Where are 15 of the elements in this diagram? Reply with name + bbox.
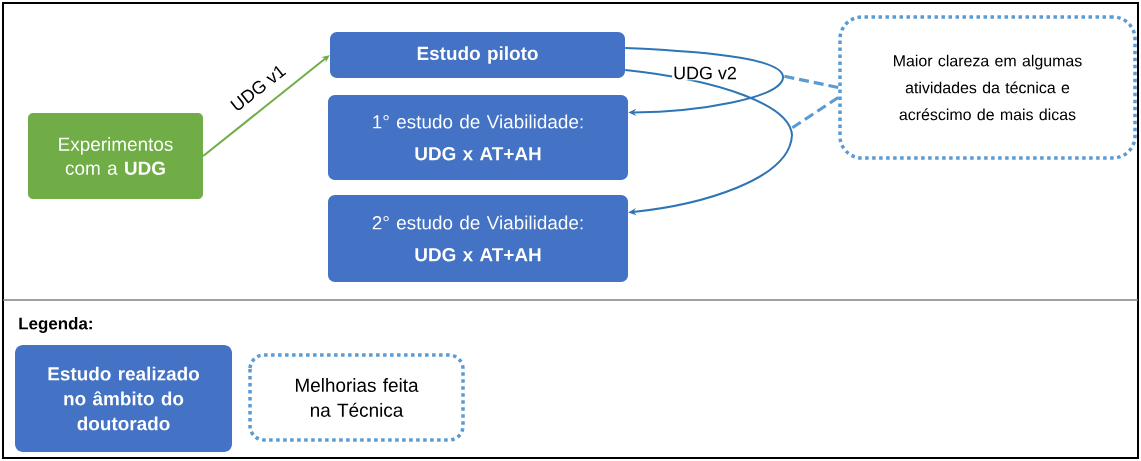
legend-label: Estudo realizado no âmbito do doutorado (48, 366, 199, 431)
legend-label: Melhorias feita na Técnica (296, 378, 419, 417)
legend-title: Legenda: (19, 317, 92, 333)
study-box: 2° estudo de Viabilidade: UDG x AT+AH (328, 195, 628, 282)
study-box: 1° estudo de Viabilidade: UDG x AT+AH (328, 95, 628, 180)
study-box: Estudo piloto (330, 32, 625, 78)
note-box: Maior clareza em algumas atividades da técnica e acréscimo de mais dicas (838, 15, 1137, 160)
leader-line (791, 96, 840, 130)
leader-line (782, 74, 839, 90)
arrow (624, 69, 793, 216)
arrow (624, 47, 784, 117)
arrow (202, 55, 330, 157)
edge-label: UDG v2 (672, 65, 738, 81)
edge-label: UDG v1 (227, 61, 289, 115)
process-box: Experimentos com a UDG (28, 113, 203, 199)
